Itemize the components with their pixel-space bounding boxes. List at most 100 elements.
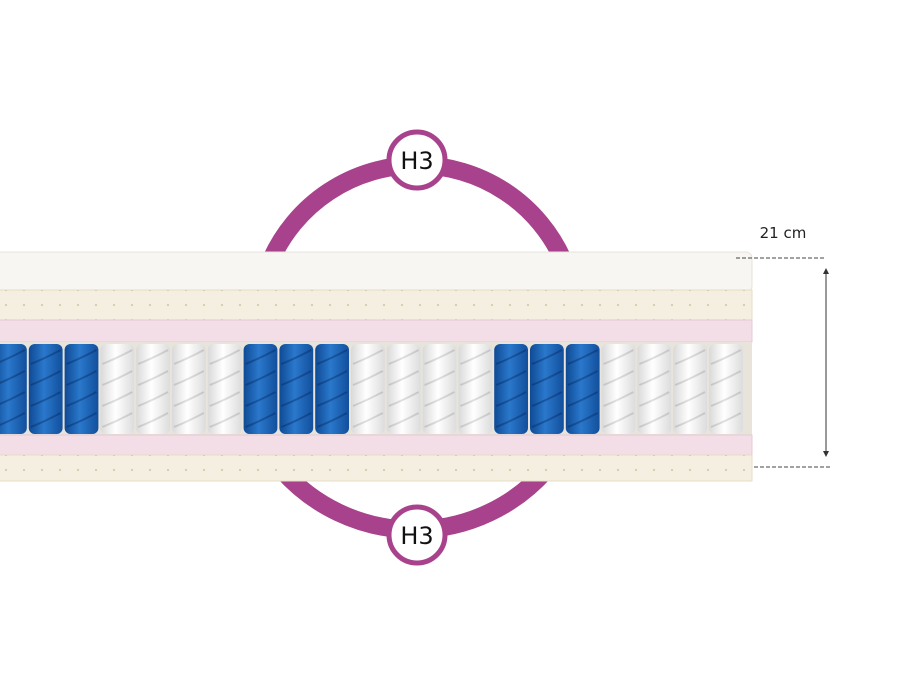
spring-coil-line <box>281 391 312 407</box>
spring-coil-line <box>710 412 742 428</box>
spring-white <box>172 344 206 434</box>
spring-coil-line <box>173 370 205 386</box>
spring-coil-line <box>0 412 26 427</box>
arrow-up-icon <box>823 268 829 274</box>
spring-coil-line <box>245 349 276 365</box>
spring-white <box>637 344 672 434</box>
spring-blue <box>64 344 99 434</box>
spring-coil-line <box>674 349 706 365</box>
spring-coil-line <box>603 391 634 407</box>
spring-white <box>673 344 707 434</box>
spring-coil-line <box>639 412 670 428</box>
spring-coil-line <box>102 391 133 407</box>
quilted-cover-layer <box>0 251 753 293</box>
spring-coil-line <box>173 349 205 365</box>
spring-coil-line <box>102 370 133 386</box>
mattress <box>0 251 753 482</box>
spring-coil-line <box>352 391 384 407</box>
spring-coil-line <box>30 370 62 386</box>
spring-coil-line <box>137 349 169 365</box>
bottom-firmness-badge: H3 <box>386 504 448 566</box>
spring-coil-line <box>316 412 348 428</box>
spring-white <box>136 344 170 434</box>
pocket-springs <box>0 344 743 434</box>
spring-coil-line <box>424 370 455 386</box>
spring-coil-line <box>639 391 670 407</box>
spring-coil-line <box>30 412 62 428</box>
spring-coil-line <box>710 370 742 386</box>
spring-coil-line <box>495 412 527 428</box>
spring-coil-line <box>316 370 348 386</box>
spring-coil-line <box>460 349 491 365</box>
spring-coil-line <box>102 412 133 428</box>
spring-coil-line <box>30 349 62 365</box>
spring-coil-line <box>66 349 97 365</box>
spring-coil-line <box>710 349 742 365</box>
top-firmness-label: H3 <box>400 147 433 175</box>
bottom-pink-foam-layer <box>0 434 753 456</box>
spring-coil-line <box>137 370 169 386</box>
spring-coil-line <box>352 370 384 386</box>
spring-coil-line <box>531 412 563 428</box>
spring-coil-line <box>30 391 62 407</box>
spring-coil-line <box>209 349 241 365</box>
spring-coil-line <box>0 370 26 385</box>
top-pink-foam-layer <box>0 319 753 343</box>
spring-coil-line <box>209 391 241 407</box>
spring-coil-line <box>388 349 420 365</box>
spring-coil-line <box>424 391 455 407</box>
spring-coil-line <box>639 349 670 365</box>
spring-blue <box>565 344 600 434</box>
spring-coil-line <box>674 391 706 407</box>
spring-coil-line <box>460 391 491 407</box>
bottom-firmness-label: H3 <box>400 522 433 550</box>
spring-coil-line <box>0 349 26 364</box>
spring-coil-line <box>209 370 241 386</box>
spring-coil-line <box>281 412 312 428</box>
spring-white <box>709 344 743 434</box>
spring-coil-line <box>173 412 205 428</box>
spring-coil-line <box>137 412 169 428</box>
spring-blue <box>0 344 27 434</box>
spring-coil-line <box>281 370 312 386</box>
spring-coil-line <box>424 349 455 365</box>
spring-coil-line <box>245 370 276 386</box>
spring-coil-line <box>460 370 491 386</box>
spring-coil-line <box>531 391 563 407</box>
spring-coil-line <box>388 370 420 386</box>
spring-white <box>458 344 493 434</box>
spring-coil-line <box>531 370 563 386</box>
spring-blue <box>243 344 278 434</box>
spring-coil-line <box>0 391 26 406</box>
spring-coil-line <box>209 412 241 428</box>
spring-white <box>601 344 636 434</box>
spring-coil-line <box>567 349 599 365</box>
spring-coil-line <box>281 349 312 365</box>
spring-coil-line <box>495 370 527 386</box>
spring-coil-line <box>674 370 706 386</box>
spring-coil-line <box>173 391 205 407</box>
spring-coil-line <box>66 391 97 407</box>
spring-blue <box>279 344 314 434</box>
spring-coil-line <box>603 349 634 365</box>
spring-coil-line <box>674 412 706 428</box>
height-dimension: 21 cm <box>736 224 830 468</box>
spring-coil-line <box>66 412 97 428</box>
spring-coil-line <box>710 391 742 407</box>
spring-coil-line <box>639 370 670 386</box>
spring-white <box>207 344 242 434</box>
spring-blue <box>315 344 349 434</box>
spring-coil-line <box>567 412 599 428</box>
spring-coil-line <box>603 370 634 386</box>
spring-blue <box>494 344 528 434</box>
spring-coil-line <box>102 349 133 365</box>
spring-blue <box>530 344 564 434</box>
spring-coil-line <box>567 391 599 407</box>
spring-coil-line <box>460 412 491 428</box>
top-firmness-badge: H3 <box>386 129 448 191</box>
spring-blue <box>28 344 63 434</box>
spring-white <box>100 344 135 434</box>
arrow-down-icon <box>823 451 829 457</box>
spring-coil-line <box>352 412 384 428</box>
